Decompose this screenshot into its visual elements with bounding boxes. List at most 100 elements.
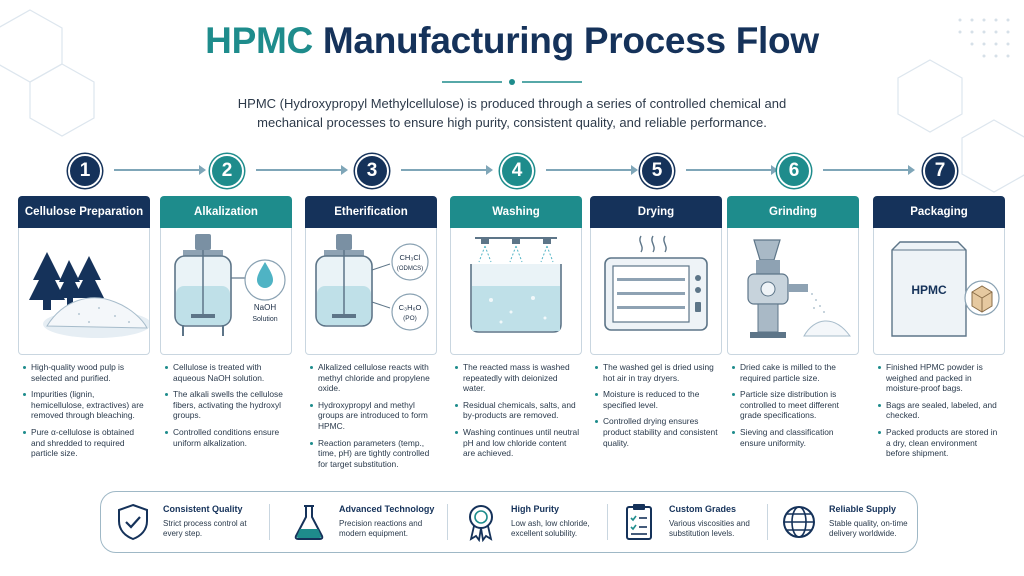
detail-item: Cellulose is treated with aqueous NaOH s… xyxy=(164,362,290,383)
subtitle-line-1: HPMC (Hydroxypropyl Methylcellulose) is … xyxy=(237,96,787,111)
step-number: 6 xyxy=(777,154,811,188)
chemical-1-note: (ODMCS) xyxy=(397,266,423,272)
step-2: 2 Alkalization NaOH Solution Cellulose i… xyxy=(160,150,348,468)
feature-reliable-supply: Reliable Supply Stable quality, on-time … xyxy=(779,500,913,544)
detail-item: Pure α-cellulose is obtained and shredde… xyxy=(22,427,148,459)
reactor-tank-icon: NaOH Solution xyxy=(174,234,286,336)
feature-title: Advanced Technology xyxy=(339,504,435,514)
feature-consistent-quality: Consistent Quality Strict process contro… xyxy=(113,500,263,544)
detail-item: The alkali swells the cellulose fibers, … xyxy=(164,389,290,421)
step-number: 3 xyxy=(355,154,389,188)
title-highlight: HPMC xyxy=(205,20,313,61)
title-rest: Manufacturing Process Flow xyxy=(322,20,819,61)
subtitle: HPMC (Hydroxypropyl Methylcellulose) is … xyxy=(212,94,812,132)
flow-arrow xyxy=(686,165,778,175)
feature-high-purity: High Purity Low ash, low chloride, excel… xyxy=(461,500,611,544)
grinding-mill-icon xyxy=(747,239,851,338)
feature-title: Reliable Supply xyxy=(829,504,897,514)
detail-item: Dried cake is milled to the required par… xyxy=(731,362,857,383)
shield-check-icon xyxy=(118,503,148,541)
step-title: Washing xyxy=(450,196,582,228)
feature-custom-grades: Custom Grades Various viscosities and su… xyxy=(619,500,769,544)
flask-icon xyxy=(294,505,324,540)
detail-item: Reaction parameters (temp., time, pH) ar… xyxy=(309,438,435,470)
detail-item: High-quality wood pulp is selected and p… xyxy=(22,362,148,383)
detail-item: Washing continues until neutral pH and l… xyxy=(454,427,580,459)
step-1: 1 Cellulose Preparation High-quality woo… xyxy=(18,150,206,468)
step-6: 6 Grinding Dried cake is milled to the r… xyxy=(727,150,915,468)
step-details: Finished HPMC powder is weighed and pack… xyxy=(877,362,1003,465)
feature-desc: Stable quality, on-time delivery worldwi… xyxy=(829,519,908,538)
step-number: 5 xyxy=(640,154,674,188)
flow-arrow xyxy=(546,165,638,175)
step-title: Alkalization xyxy=(160,196,292,228)
trees-pulp-icon xyxy=(29,252,149,338)
step-number: 2 xyxy=(210,154,244,188)
step-title: Grinding xyxy=(727,196,859,228)
feature-desc: Precision reactions and modern equipment… xyxy=(339,519,423,538)
award-ribbon-icon xyxy=(469,505,493,542)
step-illustration xyxy=(727,228,859,355)
detail-item: Impurities (lignin, hemicellulose, extra… xyxy=(22,389,148,421)
packaging-bag-icon: HPMC xyxy=(891,241,1000,337)
step-illustration xyxy=(590,228,722,355)
detail-item: The washed gel is dried using hot air in… xyxy=(594,362,720,383)
flow-arrow xyxy=(823,165,915,175)
step-number: 4 xyxy=(500,154,534,188)
tray-dryer-icon xyxy=(604,235,708,331)
detail-item: Bags are sealed, labeled, and checked. xyxy=(877,400,1003,421)
step-details: Dried cake is milled to the required par… xyxy=(731,362,857,454)
feature-desc: Strict process control at every step. xyxy=(163,519,247,538)
step-5: 5 Drying The washed gel is dried using h… xyxy=(590,150,778,468)
step-4: 4 Washing The reacted mass is washed rep… xyxy=(450,150,638,468)
detail-item: Hydroxypropyl and methyl groups are intr… xyxy=(309,400,435,432)
step-details: Alkalized cellulose reacts with methyl c… xyxy=(309,362,435,475)
step-title: Etherification xyxy=(305,196,437,228)
step-7: 7 Packaging HPMC Finished HPMC powder is… xyxy=(873,150,1007,468)
feature-title: Custom Grades xyxy=(669,504,737,514)
feature-title: High Purity xyxy=(511,504,560,514)
detail-item: The reacted mass is washed repeatedly wi… xyxy=(454,362,580,394)
step-illustration xyxy=(18,228,150,355)
feature-advanced-technology: Advanced Technology Precision reactions … xyxy=(289,500,439,544)
detail-item: Particle size distribution is controlled… xyxy=(731,389,857,421)
bag-label: HPMC xyxy=(911,283,947,297)
feature-divider xyxy=(447,504,448,540)
chemical-2-formula: C₃H₆O xyxy=(399,303,422,312)
step-illustration: HPMC xyxy=(873,228,1005,355)
detail-item: Sieving and classification ensure unifor… xyxy=(731,427,857,448)
step-details: The washed gel is dried using hot air in… xyxy=(594,362,720,454)
step-details: The reacted mass is washed repeatedly wi… xyxy=(454,362,580,465)
flow-arrow xyxy=(256,165,348,175)
feature-divider xyxy=(767,504,768,540)
features-panel: Consistent Quality Strict process contro… xyxy=(100,491,918,553)
chemical-2-note: (PO) xyxy=(403,315,417,322)
step-number: 1 xyxy=(68,154,102,188)
step-3: 3 Etherification CH₃Cl (ODMCS) C₃H₆O (PO… xyxy=(305,150,493,469)
step-illustration: NaOH Solution xyxy=(160,228,292,355)
step-illustration: CH₃Cl (ODMCS) C₃H₆O (PO) xyxy=(305,228,437,355)
reagent-sublabel: Solution xyxy=(252,316,277,323)
reagent-label: NaOH xyxy=(254,303,276,312)
detail-item: Controlled conditions ensure uniform alk… xyxy=(164,427,290,448)
checklist-icon xyxy=(626,504,652,540)
chemical-1-formula: CH₃Cl xyxy=(400,253,421,262)
step-details: High-quality wood pulp is selected and p… xyxy=(22,362,148,465)
feature-divider xyxy=(269,504,270,540)
step-title: Packaging xyxy=(873,196,1005,228)
detail-item: Alkalized cellulose reacts with methyl c… xyxy=(309,362,435,394)
flow-arrow xyxy=(114,165,206,175)
subtitle-line-2: mechanical processes to ensure high puri… xyxy=(257,115,767,130)
feature-divider xyxy=(607,504,608,540)
detail-item: Residual chemicals, salts, and by-produc… xyxy=(454,400,580,421)
detail-item: Packed products are stored in a dry, cle… xyxy=(877,427,1003,459)
globe-icon xyxy=(783,506,815,538)
washing-tank-icon xyxy=(470,237,562,333)
step-illustration xyxy=(450,228,582,355)
detail-item: Controlled drying ensures product stabil… xyxy=(594,416,720,448)
step-number: 7 xyxy=(923,154,957,188)
step-title: Cellulose Preparation xyxy=(18,196,150,228)
reactor-chemicals-icon: CH₃Cl (ODMCS) C₃H₆O (PO) xyxy=(315,234,429,331)
detail-item: Finished HPMC powder is weighed and pack… xyxy=(877,362,1003,394)
page-title: HPMC Manufacturing Process Flow xyxy=(0,20,1024,62)
